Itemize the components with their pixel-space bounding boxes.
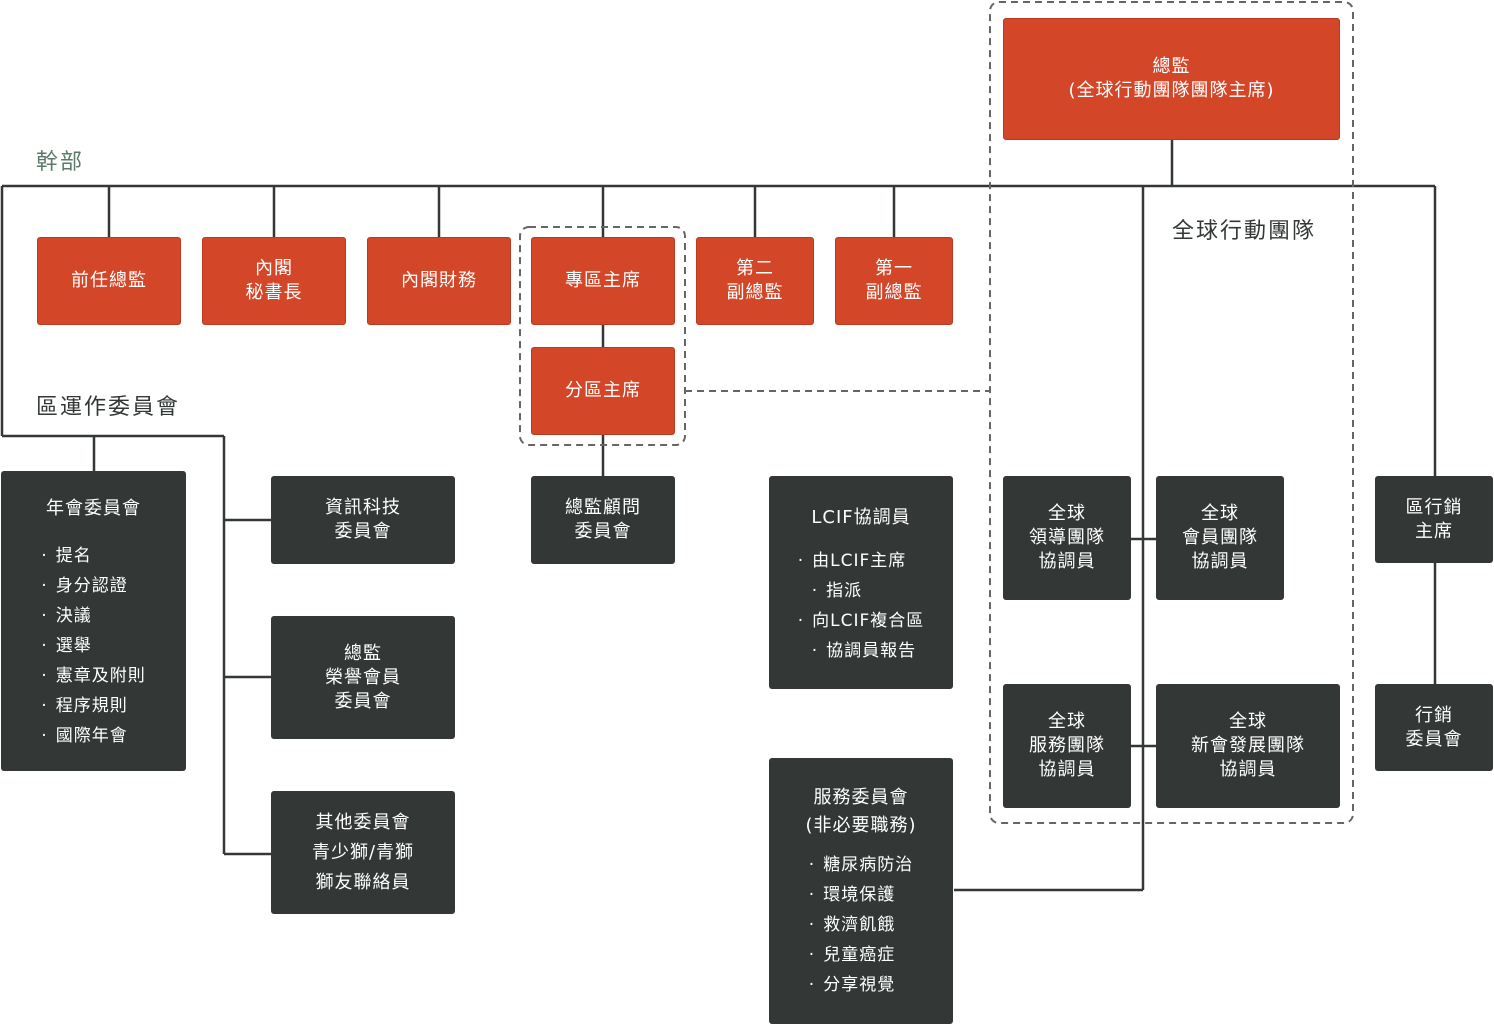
second-vice-governor-box: 第二 副總監 bbox=[696, 237, 814, 325]
marketing-committee-line2: 委員會 bbox=[1405, 728, 1463, 750]
advisory-committee-line2: 委員會 bbox=[574, 521, 632, 542]
first-vice-governor-box: 第一 副總監 bbox=[835, 237, 953, 325]
district-governor-box: 總監 (全球行動團隊團隊主席) bbox=[1003, 18, 1340, 140]
marketing-chair-box: 區行銷 主席 bbox=[1375, 476, 1493, 563]
gat-membership-line3: 協調員 bbox=[1191, 551, 1249, 572]
honorary-committee-line2: 榮譽會員 bbox=[325, 666, 401, 688]
cabinet-secretary-line2: 秘書長 bbox=[245, 282, 303, 303]
global-action-team-section-label: 全球行動團隊 bbox=[1172, 219, 1317, 244]
list-item: 分享視覺 bbox=[809, 970, 913, 1000]
list-item: 救濟飢餓 bbox=[809, 910, 913, 940]
gat-service-line2: 服務團隊 bbox=[1029, 735, 1105, 756]
it-committee-line1: 資訊科技 bbox=[325, 497, 401, 518]
gat-service-box: 全球 服務團隊 協調員 bbox=[1003, 684, 1131, 808]
lcif-coordinator-list: 由LCIF主席 指派 向LCIF複合區 協調員報告 bbox=[798, 546, 925, 666]
district-committee-section-label: 區運作委員會 bbox=[36, 395, 181, 420]
convention-committee-title: 年會委員會 bbox=[46, 498, 141, 519]
list-item: 協調員報告 bbox=[798, 636, 925, 666]
gat-leadership-line1: 全球 bbox=[1048, 503, 1086, 524]
service-committee-subtitle: (非必要職務) bbox=[805, 815, 917, 836]
cabinet-treasurer-label: 內閣財務 bbox=[401, 270, 477, 291]
gat-membership-line2: 會員團隊 bbox=[1182, 527, 1258, 548]
marketing-committee-line1: 行銷 bbox=[1415, 704, 1453, 726]
officers-section-label: 幹部 bbox=[36, 150, 85, 175]
cabinet-secretary-box: 內閣 秘書長 bbox=[202, 237, 346, 325]
cabinet-treasurer-box: 內閣財務 bbox=[367, 237, 511, 325]
service-committee-box: 服務委員會 (非必要職務) 糖尿病防治 環境保護 救濟飢餓 兒童癌症 分享視覺 bbox=[769, 758, 953, 1024]
list-item: 向LCIF複合區 bbox=[798, 606, 925, 636]
list-item: 由LCIF主席 bbox=[798, 546, 925, 576]
second-vice-line1: 第二 bbox=[736, 258, 774, 279]
region-chair-box: 專區主席 bbox=[531, 237, 675, 325]
district-governor-title: 總監 bbox=[1152, 56, 1191, 77]
list-item: 國際年會 bbox=[41, 721, 145, 751]
gat-service-line1: 全球 bbox=[1048, 711, 1086, 732]
list-item: 指派 bbox=[798, 576, 925, 606]
region-chair-label: 專區主席 bbox=[565, 270, 641, 291]
lcif-coordinator-box: LCIF協調員 由LCIF主席 指派 向LCIF複合區 協調員報告 bbox=[769, 476, 953, 689]
zone-chair-label: 分區主席 bbox=[565, 380, 641, 401]
zone-chair-box: 分區主席 bbox=[531, 347, 675, 435]
list-item: 環境保護 bbox=[809, 880, 913, 910]
list-item: 兒童癌症 bbox=[809, 940, 913, 970]
gat-membership-line1: 全球 bbox=[1201, 503, 1239, 524]
list-item: 身分認證 bbox=[41, 571, 145, 601]
other-committee-line2: 青少獅/青獅 bbox=[311, 841, 415, 863]
gat-leadership-box: 全球 領導團隊 協調員 bbox=[1003, 476, 1131, 600]
gat-extension-line3: 協調員 bbox=[1219, 759, 1277, 780]
marketing-committee-box: 行銷 委員會 bbox=[1375, 684, 1493, 771]
convention-committee-box: 年會委員會 提名 身分認證 決議 選舉 憲章及附則 程序規則 國際年會 bbox=[1, 471, 186, 771]
marketing-chair-line2: 主席 bbox=[1415, 520, 1453, 542]
convention-committee-list: 提名 身分認證 決議 選舉 憲章及附則 程序規則 國際年會 bbox=[41, 541, 145, 751]
honorary-committee-box: 總監 榮譽會員 委員會 bbox=[271, 616, 455, 739]
past-governor-box: 前任總監 bbox=[37, 237, 181, 325]
service-committee-list: 糖尿病防治 環境保護 救濟飢餓 兒童癌症 分享視覺 bbox=[809, 850, 913, 1000]
first-vice-line2: 副總監 bbox=[865, 282, 923, 303]
other-committee-line3: 獅友聯絡員 bbox=[315, 871, 411, 893]
advisory-committee-box: 總監顧問 委員會 bbox=[531, 476, 675, 564]
past-governor-label: 前任總監 bbox=[71, 270, 147, 291]
gat-extension-line2: 新會發展團隊 bbox=[1191, 735, 1305, 756]
other-committee-line1: 其他委員會 bbox=[315, 811, 411, 833]
district-governor-subtitle: (全球行動團隊團隊主席) bbox=[1068, 80, 1275, 101]
list-item: 程序規則 bbox=[41, 691, 145, 721]
cabinet-secretary-line1: 內閣 bbox=[255, 258, 293, 279]
lcif-coordinator-title: LCIF協調員 bbox=[811, 507, 911, 528]
list-item: 憲章及附則 bbox=[41, 661, 145, 691]
other-committee-box: 其他委員會 青少獅/青獅 獅友聯絡員 bbox=[271, 791, 455, 914]
list-item: 糖尿病防治 bbox=[809, 850, 913, 880]
honorary-committee-line1: 總監 bbox=[344, 642, 382, 664]
gat-membership-box: 全球 會員團隊 協調員 bbox=[1156, 476, 1284, 600]
gat-extension-box: 全球 新會發展團隊 協調員 bbox=[1156, 684, 1340, 808]
gat-service-line3: 協調員 bbox=[1038, 759, 1096, 780]
gat-extension-line1: 全球 bbox=[1229, 711, 1267, 732]
gat-leadership-line3: 協調員 bbox=[1038, 551, 1096, 572]
list-item: 選舉 bbox=[41, 631, 145, 661]
list-item: 提名 bbox=[41, 541, 145, 571]
gat-leadership-line2: 領導團隊 bbox=[1029, 527, 1105, 548]
it-committee-line2: 委員會 bbox=[334, 521, 392, 542]
service-committee-title: 服務委員會 bbox=[813, 787, 909, 808]
second-vice-line2: 副總監 bbox=[726, 282, 784, 303]
marketing-chair-line1: 區行銷 bbox=[1405, 496, 1463, 518]
first-vice-line1: 第一 bbox=[875, 258, 913, 279]
list-item: 決議 bbox=[41, 601, 145, 631]
advisory-committee-line1: 總監顧問 bbox=[565, 497, 641, 518]
it-committee-box: 資訊科技 委員會 bbox=[271, 476, 455, 564]
honorary-committee-line3: 委員會 bbox=[334, 690, 392, 712]
